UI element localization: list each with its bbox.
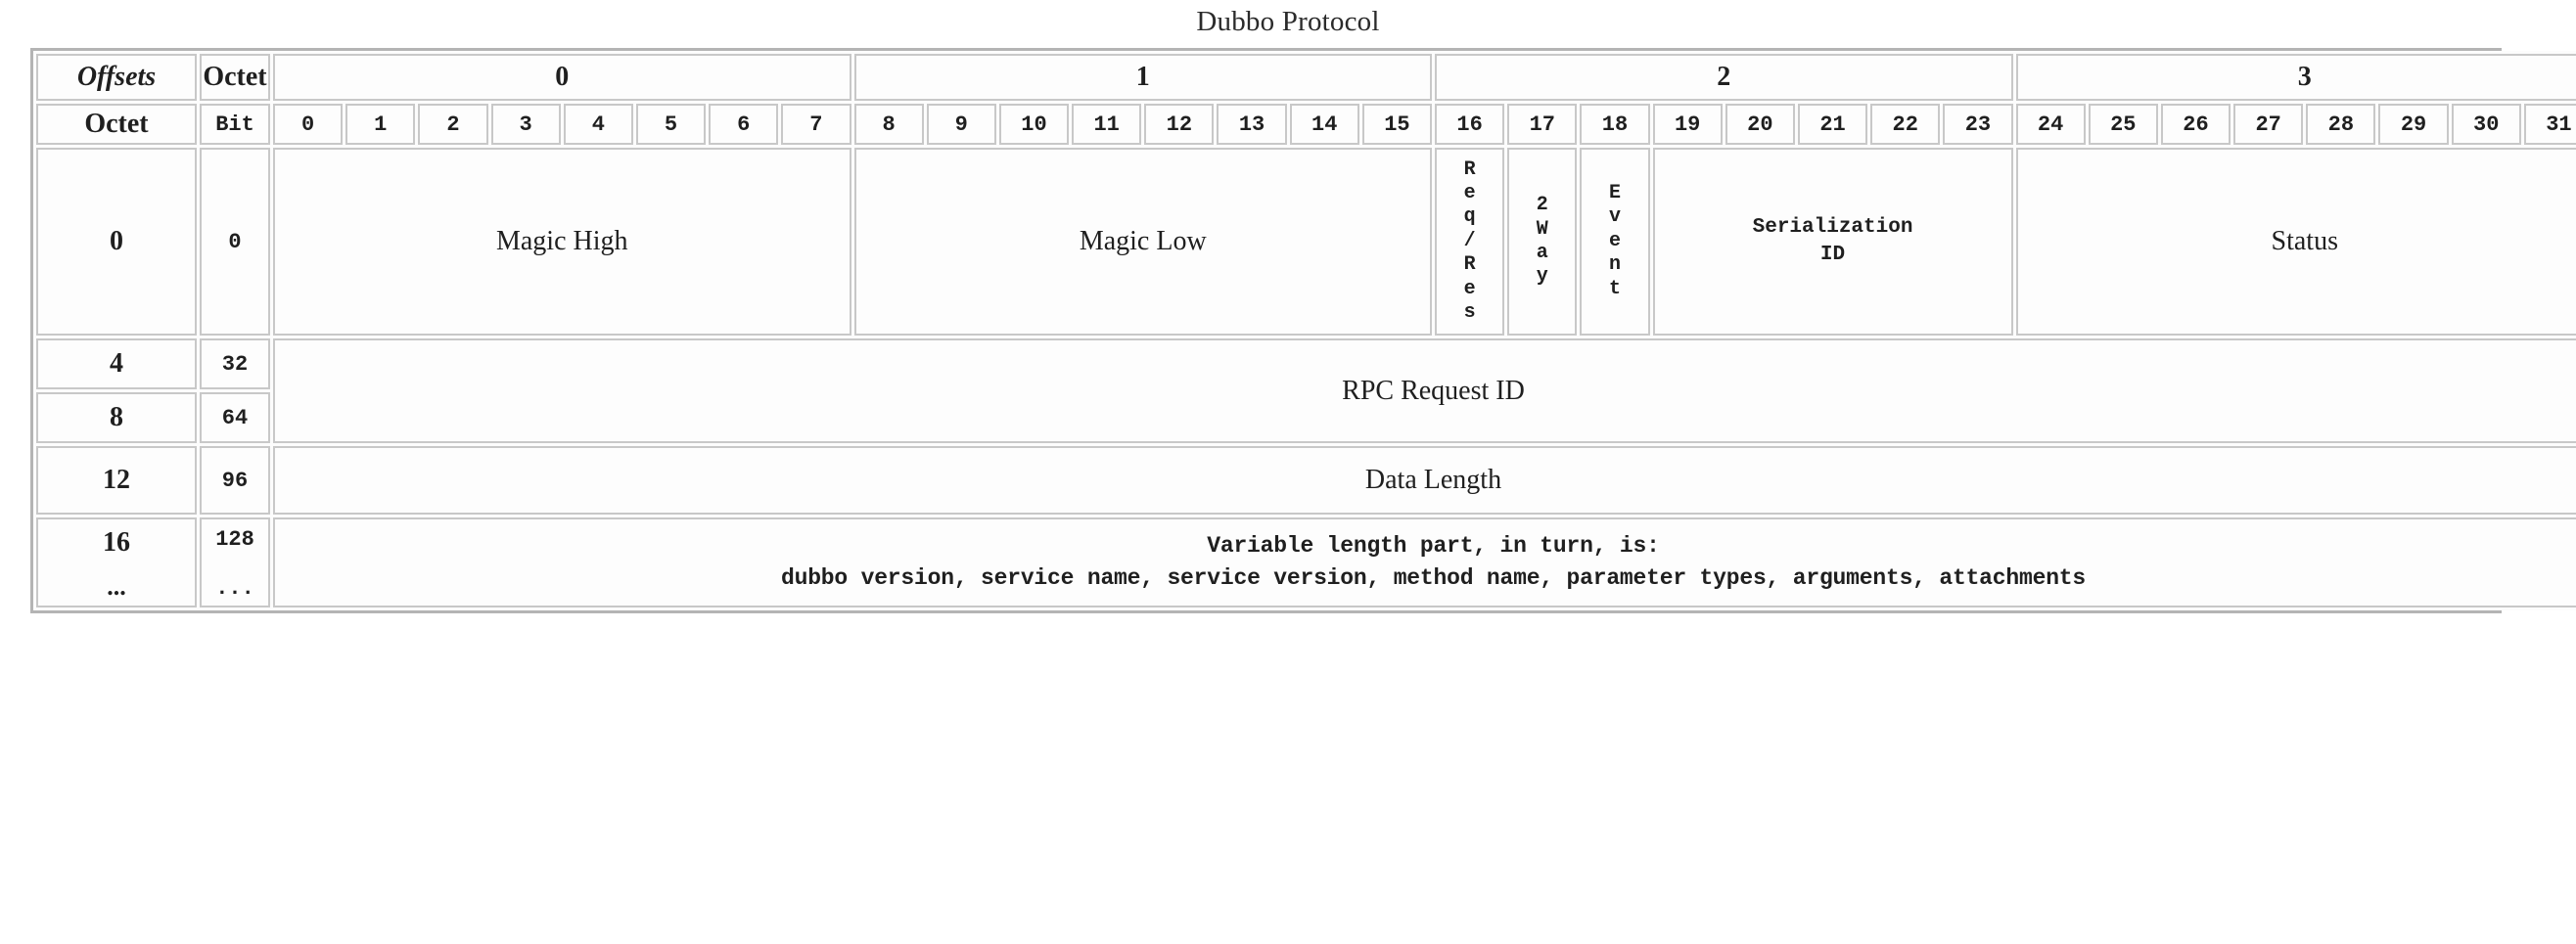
row-octet-offset-16: 16 ... [36,517,197,607]
page-title: Dubbo Protocol [1196,6,1380,37]
header-row-octets: Offsets Octet 0 1 2 3 [36,54,2576,101]
bit-header-2: 2 [418,104,488,145]
row-bit-offset-128-value: 128 [215,527,254,552]
field-magic-high: Magic High [273,148,851,336]
field-variable-length-part: Variable length part, in turn, is: dubbo… [273,517,2576,607]
row-octet-offset-8: 8 [36,392,197,443]
row-bit-offset-32: 32 [200,338,270,389]
bit-header-11: 11 [1072,104,1142,145]
octet-header-1: 1 [853,54,1432,101]
table-row-rpc-request-id-a: 4 32 RPC Request ID [36,338,2576,443]
bit-header-9: 9 [926,104,996,145]
field-magic-low: Magic Low [853,148,1432,336]
bit-header-12: 12 [1144,104,1215,145]
field-serialization-id-label: Serialization ID [1752,216,1913,266]
table-row-data-length: 12 96 Data Length [36,446,2576,515]
bit-header-23: 23 [1943,104,2013,145]
bit-header-25: 25 [2088,104,2158,145]
bit-header-15: 15 [1361,104,1432,145]
bit-header-13: 13 [1217,104,1287,145]
row-bit-offset-64: 64 [200,392,270,443]
bit-header-16: 16 [1435,104,1505,145]
row-octet-offset-16-value: 16 [103,527,130,558]
octet-header-0: 0 [273,54,851,101]
field-2way: 2 W a y [1507,148,1578,336]
bit-header-20: 20 [1725,104,1795,145]
bit-header-17: 17 [1507,104,1578,145]
row-octet-offset-0: 0 [36,148,197,336]
row-bit-offset-96: 96 [200,446,270,515]
octet-label-left: Octet [36,104,197,145]
bit-header-4: 4 [563,104,633,145]
field-serialization-id: Serialization ID [1652,148,2013,336]
bit-header-10: 10 [998,104,1070,145]
row-bit-offset-0: 0 [200,148,270,336]
bit-header-27: 27 [2233,104,2304,145]
bit-header-30: 30 [2451,104,2521,145]
row-octet-offset-16-continuation: ... [107,572,126,601]
protocol-table-container: Offsets Octet 0 1 2 3 Octet Bit 0 1 2 3 … [30,48,2576,613]
protocol-table: Offsets Octet 0 1 2 3 Octet Bit 0 1 2 3 … [33,51,2576,610]
table-row-header-fields: 0 0 Magic High Magic Low R e q / R e s 2… [36,148,2576,336]
row-octet-offset-12: 12 [36,446,197,515]
bit-header-29: 29 [2378,104,2449,145]
bit-header-24: 24 [2015,104,2086,145]
bit-header-26: 26 [2160,104,2231,145]
offsets-label: Offsets [36,54,197,101]
bit-header-1: 1 [345,104,416,145]
row-bit-offset-128: 128 ... [200,517,270,607]
field-event-label: E v e n t [1608,182,1621,300]
octet-label-top: Octet [200,54,270,101]
row-octet-offset-4: 4 [36,338,197,389]
bit-header-19: 19 [1652,104,1723,145]
field-variable-length-part-label: Variable length part, in turn, is: dubbo… [780,532,2087,591]
table-row-variable-part: 16 ... 128 ... Variable length part, in … [36,517,2576,607]
bit-header-3: 3 [490,104,561,145]
row-bit-offset-128-continuation: ... [215,576,254,601]
field-req-res-label: R e q / R e s [1463,157,1476,324]
bit-header-7: 7 [781,104,851,145]
bit-label: Bit [200,104,270,145]
bit-header-22: 22 [1870,104,1941,145]
bit-header-8: 8 [853,104,924,145]
bit-header-5: 5 [635,104,707,145]
field-2way-label: 2 W a y [1536,194,1548,289]
field-data-length: Data Length [273,446,2576,515]
bit-header-18: 18 [1580,104,1650,145]
table-row-rpc-request-id-b: 8 64 [36,392,2576,443]
bit-header-0: 0 [273,104,344,145]
bit-header-21: 21 [1797,104,1868,145]
field-status: Status [2015,148,2576,336]
octet-header-2: 2 [1435,54,2013,101]
field-rpc-request-id: RPC Request ID [273,338,2576,443]
field-event: E v e n t [1580,148,1650,336]
header-row-bits: Octet Bit 0 1 2 3 4 5 6 7 8 9 10 11 12 1… [36,104,2576,145]
octet-header-3: 3 [2015,54,2576,101]
bit-header-14: 14 [1289,104,1359,145]
bit-header-28: 28 [2306,104,2376,145]
bit-header-31: 31 [2523,104,2576,145]
field-req-res: R e q / R e s [1435,148,1505,336]
bit-header-6: 6 [709,104,779,145]
